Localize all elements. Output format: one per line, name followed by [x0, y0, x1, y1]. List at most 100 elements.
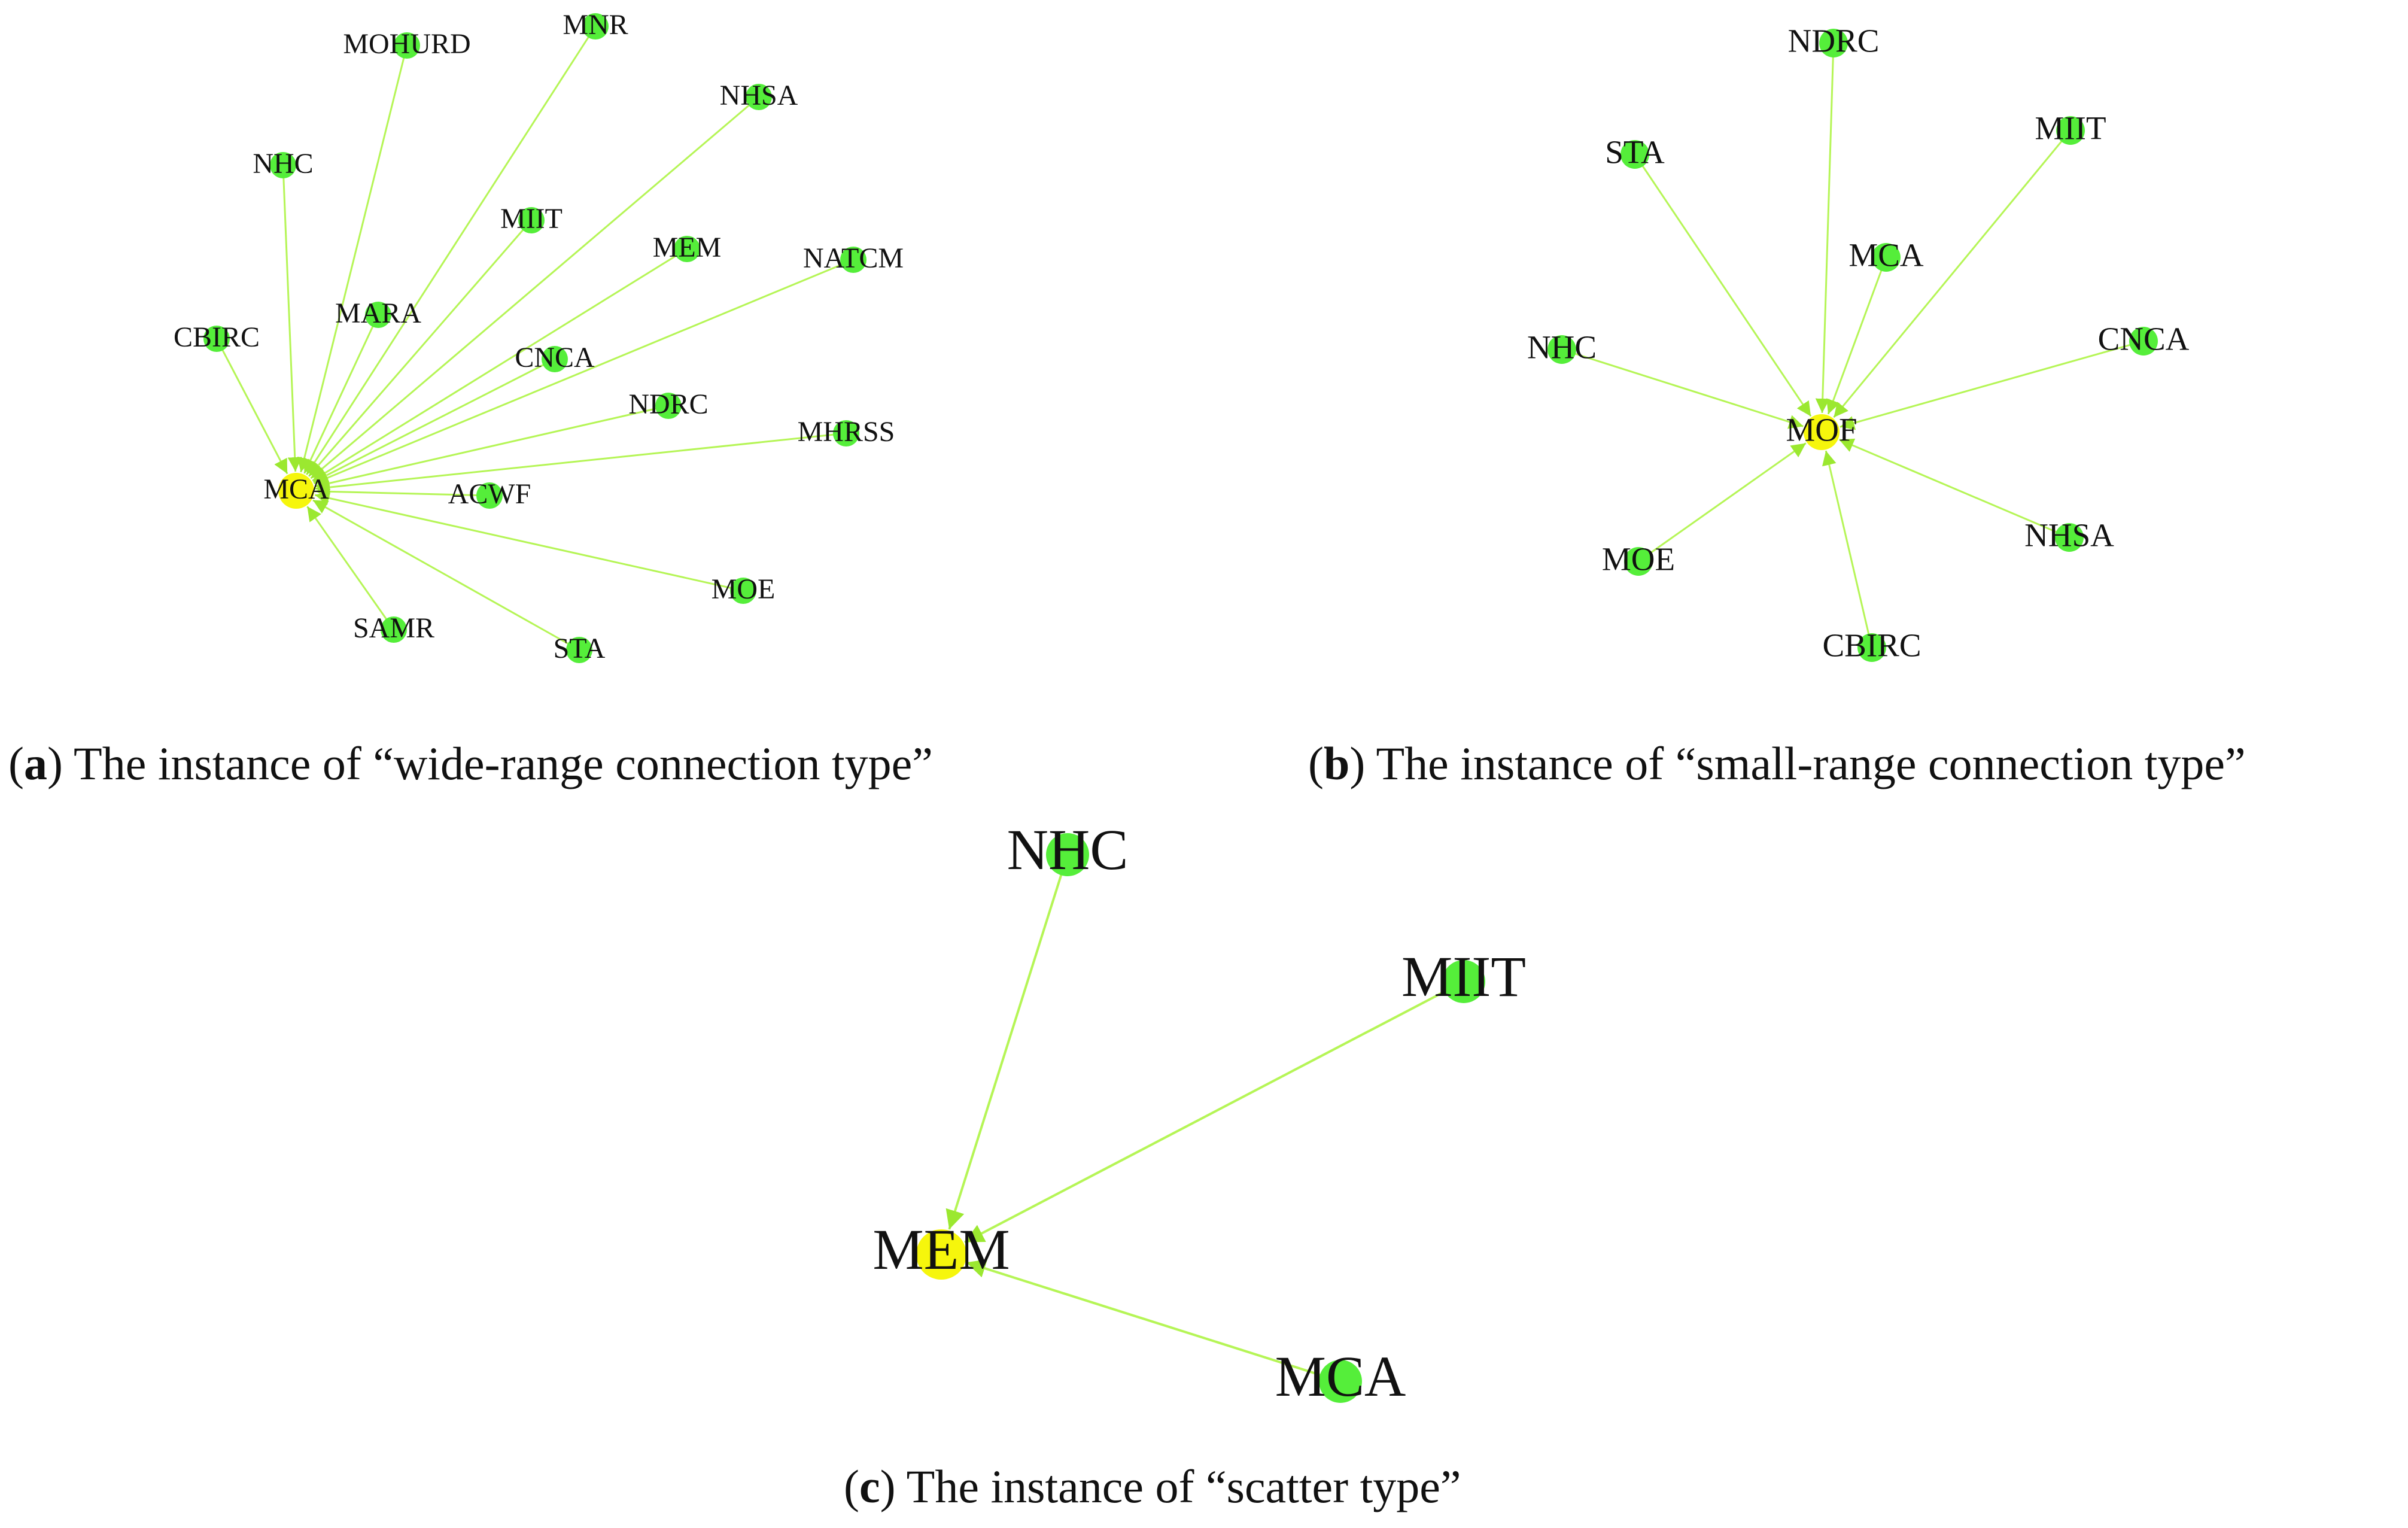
node-label: NATCM [803, 242, 904, 274]
node-label: MCA [1848, 237, 1924, 274]
caption-a-open: ( [8, 737, 24, 789]
edge-cbirc-to-mca [215, 338, 288, 475]
node-ndrc: NDRC [628, 388, 708, 420]
edge-mara-to-mca [303, 314, 379, 474]
node-marker [203, 326, 230, 352]
edge-mca-to-mem [966, 1259, 1341, 1383]
node-label: NHC [253, 148, 313, 180]
caption-c: (c) The instance of “scatter type” [844, 1460, 1461, 1512]
node-nhc: NHC [253, 148, 313, 180]
caption-a-text: The instance of “wide-range connection t… [63, 737, 933, 789]
node-marker [566, 637, 592, 663]
node-marker [674, 236, 700, 262]
edges-c [945, 854, 1464, 1383]
node-label: SAMR [353, 612, 434, 644]
caption-b-open: ( [1308, 737, 1324, 789]
caption-b-text: The instance of “small-range connection … [1365, 737, 2245, 789]
node-label: MCA [1275, 1344, 1406, 1408]
node-mca: MCA [1848, 237, 1924, 274]
node-mhrss: MHRSS [798, 416, 895, 448]
edge-samr-to-mca [306, 506, 395, 630]
node-miit: MIIT [1401, 944, 1526, 1008]
node-marker [582, 13, 609, 40]
edge-nhc-to-mof [1561, 348, 1804, 429]
node-mca: MCA [1275, 1344, 1406, 1408]
node-label: NDRC [1788, 23, 1880, 59]
center-node-mof: MOF [1786, 412, 1857, 450]
node-samr: SAMR [353, 612, 434, 644]
node-label: MOE [712, 573, 776, 605]
node-label: MIIT [2035, 110, 2106, 147]
node-marker [518, 207, 545, 233]
node-moe: MOE [1602, 541, 1675, 578]
node-label: CNCA [515, 342, 595, 373]
node-label: MIIT [1401, 944, 1526, 1008]
node-marker [476, 482, 503, 509]
edge-mohurd-to-mca [297, 45, 408, 473]
node-marker [1442, 960, 1485, 1003]
edge-ndrc-to-mca [314, 405, 669, 491]
node-marker [833, 420, 859, 446]
node-label: MHRSS [798, 416, 895, 448]
node-cnca: CNCA [515, 342, 595, 373]
caption-c-close: ) [880, 1460, 896, 1512]
node-label: NHC [1007, 818, 1129, 882]
edge-mnr-to-mca [306, 26, 597, 475]
node-acwf: ACWF [448, 478, 531, 510]
node-label: MOHURD [343, 28, 470, 60]
edge-acwf-to-mca [315, 484, 490, 499]
node-cnca: CNCA [2098, 321, 2190, 357]
node-marker [1620, 140, 1649, 169]
node-mem: MEM [653, 232, 722, 263]
node-label: CBIRC [174, 321, 260, 353]
node-nhsa: NHSA [720, 80, 798, 111]
node-marker [2129, 327, 2158, 356]
node-cbirc: CBIRC [174, 321, 260, 353]
node-nhc: NHC [1007, 818, 1129, 882]
caption-b: (b) The instance of “small-range connect… [1308, 737, 2246, 789]
node-label: STA [1605, 134, 1665, 171]
edge-moe-to-mca [314, 491, 744, 592]
node-label: NHSA [720, 80, 798, 111]
node-marker [1624, 547, 1653, 576]
node-marker [2055, 523, 2084, 552]
node-label: NHSA [2024, 517, 2114, 554]
caption-c-letter: c [859, 1460, 880, 1512]
edge-moe-to-mof [1638, 442, 1807, 563]
node-label: CNCA [2098, 321, 2190, 357]
node-ndrc: NDRC [1788, 23, 1880, 59]
node-sta: STA [1605, 134, 1665, 171]
node-label: MEM [653, 232, 722, 263]
node-mara: MARA [335, 297, 421, 329]
node-marker [394, 32, 420, 59]
caption-c-open: ( [844, 1460, 859, 1512]
node-marker [542, 346, 568, 372]
node-mnr: MNR [563, 9, 628, 41]
node-label: STA [554, 633, 606, 664]
node-marker [381, 616, 407, 643]
edge-natcm-to-mca [313, 259, 854, 485]
node-nhsa: NHSA [2024, 517, 2114, 554]
caption-b-close: ) [1349, 737, 1365, 789]
caption-a-letter: a [24, 737, 47, 789]
edge-sta-to-mof [1634, 154, 1812, 417]
node-marker [1046, 833, 1089, 876]
node-label: MARA [335, 297, 421, 329]
center-node-mca: MCA [263, 473, 329, 509]
center-node-label: MCA [263, 473, 329, 505]
edge-cnca-to-mof [1840, 340, 2144, 430]
node-marker [1872, 243, 1901, 272]
edge-cbirc-to-mof [1822, 450, 1873, 648]
node-marker [840, 247, 866, 273]
edges-b [1561, 42, 2144, 648]
edge-cnca-to-mca [312, 358, 555, 483]
edge-miit-to-mca [308, 220, 533, 477]
node-marker [1857, 633, 1886, 662]
edge-nhsa-to-mof [1838, 438, 2070, 539]
edge-miit-to-mof [1833, 130, 2072, 418]
node-marker [2056, 116, 2085, 145]
center-node-mem: MEM [872, 1217, 1010, 1281]
node-label: MNR [563, 9, 628, 41]
